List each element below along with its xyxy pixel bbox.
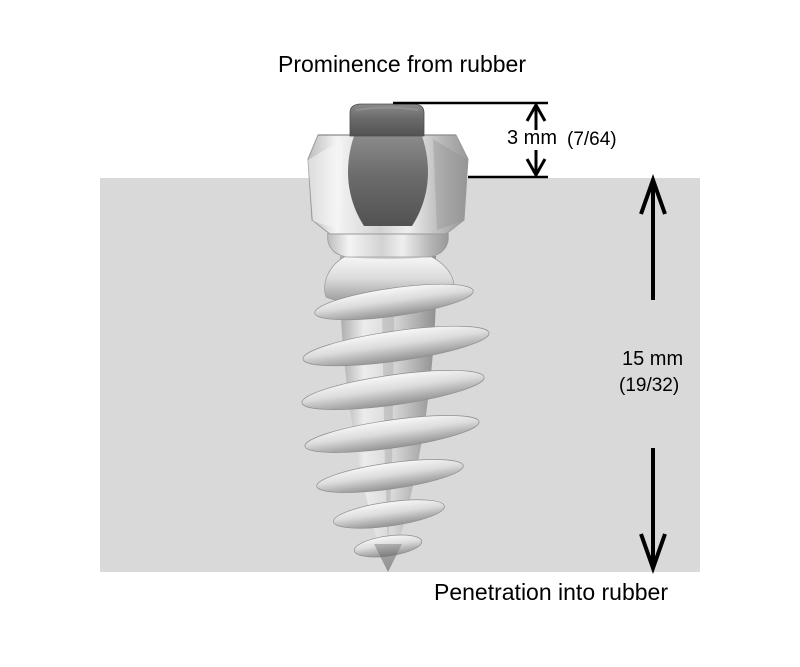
hex-facet-right bbox=[433, 139, 468, 230]
prominence-caption: Prominence from rubber bbox=[278, 51, 526, 77]
carbide-pin-body bbox=[348, 136, 428, 226]
thread-flights bbox=[301, 283, 490, 558]
prominence-metric-value: 3 mm bbox=[507, 127, 557, 149]
arrow-3mm-up bbox=[525, 101, 547, 130]
penetration-caption: Penetration into rubber bbox=[434, 579, 668, 605]
penetration-imperial-value: (19/32) bbox=[619, 375, 680, 396]
carbide-pin-top-highlight bbox=[355, 106, 419, 111]
tire-stud-screw bbox=[301, 103, 490, 572]
arrow-3mm-down bbox=[525, 150, 547, 179]
dimension-annotations bbox=[393, 101, 667, 575]
arrow-15mm-down bbox=[639, 448, 667, 575]
head-collar bbox=[327, 231, 449, 258]
prominence-imperial-value: (7/64) bbox=[567, 129, 617, 150]
screw-tip bbox=[374, 544, 402, 572]
penetration-metric-value: 15 mm bbox=[622, 348, 684, 370]
hex-facet-left bbox=[308, 139, 343, 230]
arrow-15mm-up bbox=[639, 173, 667, 300]
